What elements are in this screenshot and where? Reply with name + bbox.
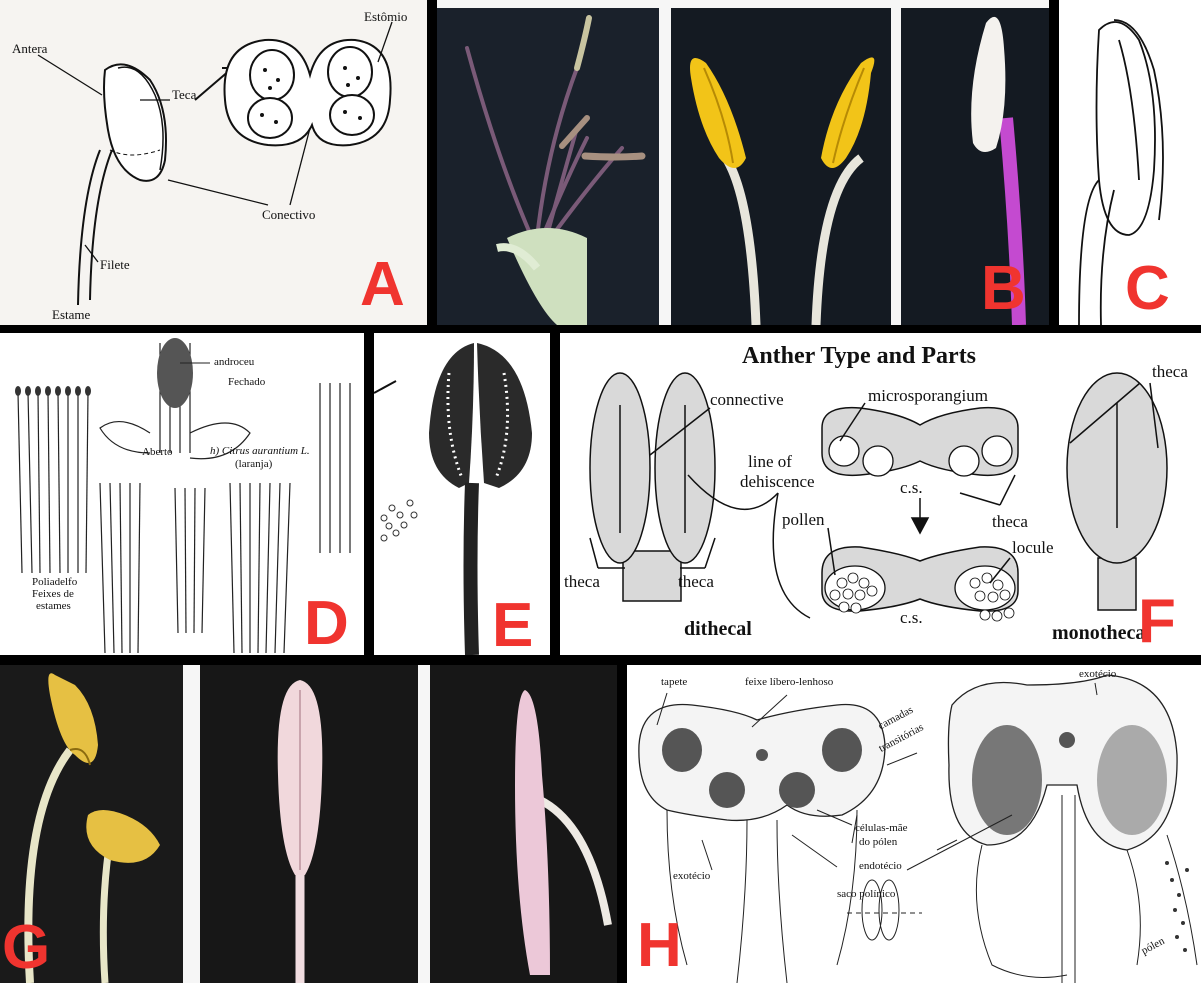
- label-cs-bottom: c.s.: [900, 609, 923, 626]
- lily-flower-photo: [437, 8, 659, 325]
- panel-letter-b: B: [981, 258, 1026, 320]
- panel-f-title: Anther Type and Parts: [742, 343, 976, 370]
- photo-b3: [901, 8, 1049, 325]
- panel-letter-e: E: [492, 595, 533, 655]
- label-filete: Filete: [100, 258, 130, 271]
- label-theca-left: theca: [564, 573, 600, 590]
- photo-b2: [671, 8, 891, 325]
- side-pink-anther-photo: [430, 665, 617, 983]
- label-feixes: Feixes de: [32, 589, 74, 600]
- panel-letter-a: A: [360, 254, 405, 316]
- label-tapete: tapete: [661, 677, 687, 688]
- label-endotecio: endotécio: [859, 861, 902, 872]
- panel-f: Anther Type and Parts connective microsp…: [560, 333, 1201, 655]
- panel-letter-c: C: [1125, 258, 1170, 320]
- label-species: h) Citrus aurantium L.: [210, 446, 310, 457]
- panel-c: C: [1059, 0, 1201, 325]
- panel-g: G: [0, 665, 617, 983]
- label-poliadelfo: Poliadelfo: [32, 577, 77, 588]
- label-common-name: (laranja): [235, 459, 272, 470]
- label-theca-mid: theca: [992, 513, 1028, 530]
- panel-h: tapete feixe líbero-lenhoso exotécio cam…: [627, 665, 1201, 983]
- label-aberto: Aberto: [142, 447, 173, 458]
- label-estames: estames: [36, 601, 71, 612]
- label-theca-right: theca: [1152, 363, 1188, 380]
- label-celulas-mae: células-mãe: [855, 823, 908, 834]
- label-dithecal: dithecal: [684, 619, 752, 639]
- label-fechado: Fechado: [228, 377, 265, 388]
- label-teca: Teca: [172, 88, 196, 101]
- panel-e: E: [374, 333, 550, 655]
- label-estomio: Estômio: [364, 10, 407, 23]
- label-dehiscence: dehiscence: [740, 473, 815, 490]
- yellow-anthers-photo: [671, 8, 891, 325]
- label-exotecio-bottom: exotécio: [673, 871, 710, 882]
- panel-letter-h: H: [637, 915, 682, 977]
- label-connective: connective: [710, 391, 784, 408]
- label-microsporangium: microsporangium: [868, 387, 988, 404]
- label-estame: Estame: [52, 308, 90, 321]
- panel-d: androceu Fechado Aberto h) Citrus aurant…: [0, 333, 364, 655]
- label-theca-left2: theca: [678, 573, 714, 590]
- label-pollen: pollen: [782, 511, 825, 528]
- anther-type-diagram: [560, 333, 1201, 655]
- panel-letter-f: F: [1138, 591, 1176, 653]
- label-saco-polinico: saco polínico: [837, 889, 895, 900]
- panel-letter-g: G: [2, 917, 50, 979]
- label-locule: locule: [1012, 539, 1054, 556]
- pink-anther-photo: [200, 665, 418, 983]
- panel-a: Antera Teca Estômio Conectivo Filete Est…: [0, 0, 427, 325]
- label-monothecal: monothecal: [1052, 623, 1151, 643]
- label-antera: Antera: [12, 42, 47, 55]
- white-anther-magenta-style-photo: [901, 8, 1049, 325]
- photo-g3: [430, 665, 617, 983]
- label-cs-top: c.s.: [900, 479, 923, 496]
- label-exotecio-top: exotécio: [1079, 669, 1116, 680]
- label-line-of: line of: [748, 453, 792, 470]
- label-conectivo: Conectivo: [262, 208, 315, 221]
- photo-b1: [437, 8, 659, 325]
- panel-letter-d: D: [304, 593, 349, 655]
- label-androceu: androceu: [214, 357, 254, 368]
- panel-b: B: [437, 0, 1049, 325]
- photo-g2: [200, 665, 418, 983]
- label-do-polen: do pólen: [859, 837, 897, 848]
- label-feixe: feixe líbero-lenhoso: [745, 677, 833, 688]
